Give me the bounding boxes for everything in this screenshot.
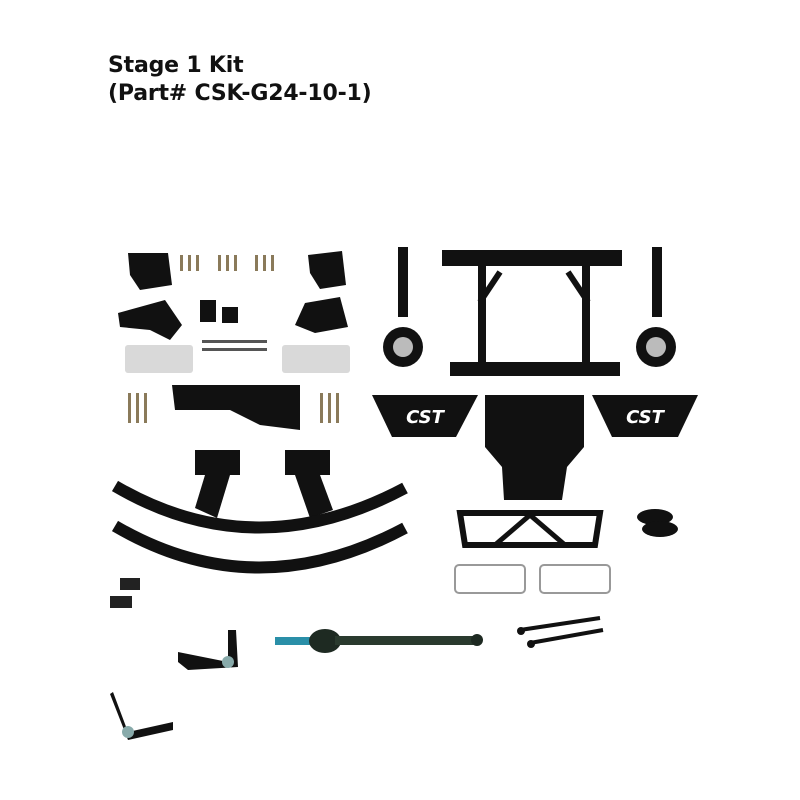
rear-springs-group (110, 450, 408, 608)
title-part-number: (Part# CSK-G24-10-1) (108, 81, 372, 106)
cst-logo-left: CST (406, 407, 446, 428)
front-crossmember-and-spindles (383, 247, 676, 376)
tie-rods (517, 616, 604, 648)
cst-logo-right: CST (626, 407, 666, 428)
front-brackets-and-hardware (118, 251, 350, 430)
title-line-1: Stage 1 Kit (108, 53, 244, 78)
skid-plates: CST CST (372, 395, 698, 500)
rear-hardware-group (454, 509, 678, 594)
front-driveshaft (275, 629, 483, 653)
product-title: Stage 1 Kit (Part# CSK-G24-10-1) (108, 52, 372, 108)
upper-control-arms (110, 630, 238, 740)
